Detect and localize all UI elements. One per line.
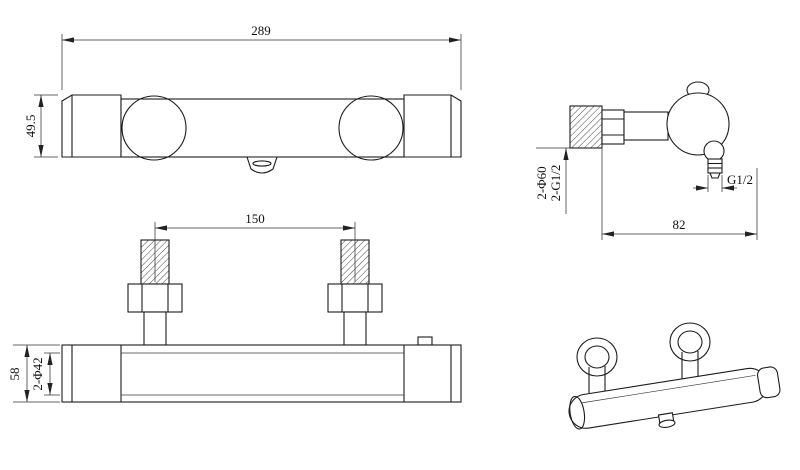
inlet-nut-right [327,283,383,313]
front-outlet-aerator [252,160,272,167]
dim-label-height: 49.5 [23,115,38,138]
top-dimensions: 150 58 2-Φ42 [7,211,356,403]
dim-label-handle-dia: 2-Φ42 [30,357,45,390]
persp-left-escutcheon-hub [584,345,610,369]
inlet-pipe-left [143,311,167,346]
dim-label-inlet-thread: 2-G1/2 [548,165,563,202]
persp-left-cap-face [569,395,586,430]
dim-label-outlet-thread: G1/2 [727,172,753,187]
persp-outlet-face [658,419,676,429]
front-right-union [338,95,404,161]
top-body [61,344,462,403]
inlet-pipe-right [343,311,367,346]
side-threaded-inlet [569,105,603,149]
dim-label-width: 289 [251,23,271,38]
front-left-union [121,95,187,161]
side-hose-nipple [707,158,723,174]
front-left-handle [61,94,122,158]
persp-right-escutcheon-hub [677,330,703,354]
front-view [61,94,462,174]
side-view [569,81,730,179]
front-right-handle [403,94,462,158]
dim-label-body-height: 58 [7,368,22,381]
side-body-section [666,92,730,156]
side-outlet-elbow [703,140,725,162]
persp-body-highlight [581,375,756,404]
diverter-button [417,336,433,346]
perspective-view [568,322,781,430]
side-nipple-tip [709,172,721,179]
top-view [61,239,462,403]
inlet-nut-left [127,283,183,313]
dim-label-spacing: 150 [245,211,265,226]
front-outlet-spout [246,156,278,174]
side-connector [623,111,669,141]
dim-label-escutcheon: 2-Φ60 [534,166,549,199]
front-body-tube [120,98,405,158]
side-dimensions: 2-Φ60 2-G1/2 G1/2 82 [534,146,758,240]
dim-label-depth: 82 [673,217,686,232]
persp-right-handle [757,366,781,399]
front-dimensions: 289 49.5 [23,23,462,158]
side-hex-nut [601,109,625,145]
